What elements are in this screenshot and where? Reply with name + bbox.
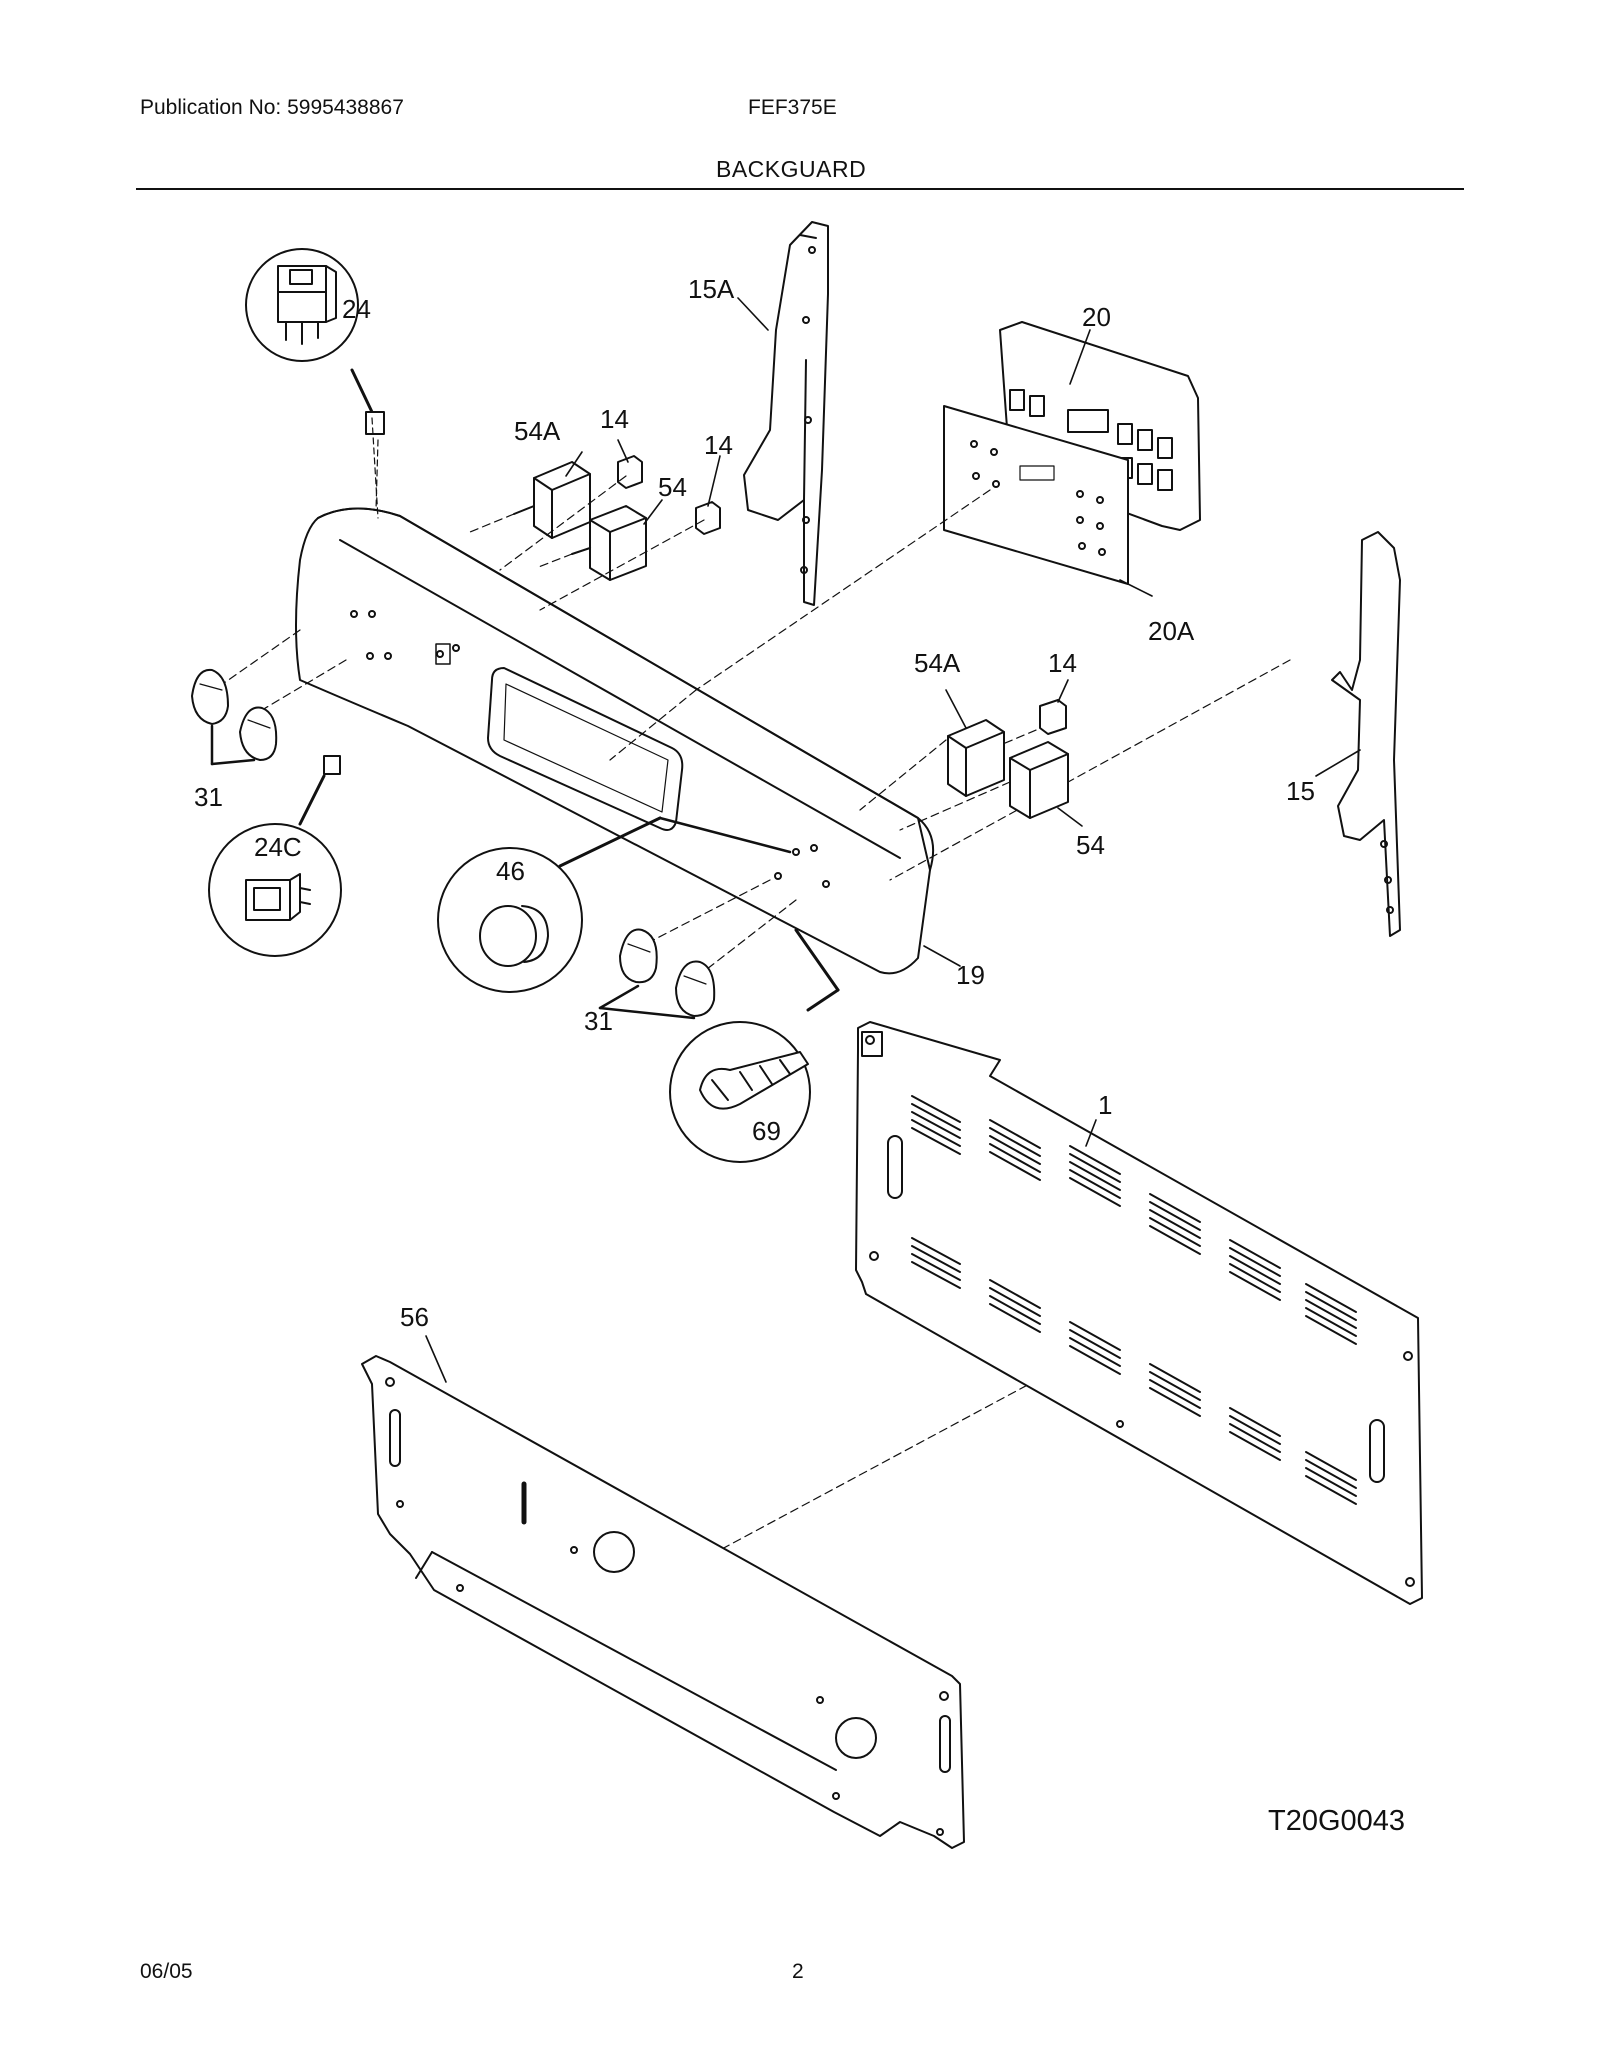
- control-panel-19: [295, 507, 934, 975]
- switch-14-a: [617, 455, 643, 489]
- bracket-15: [1331, 531, 1401, 937]
- part-label-14-a: 14: [600, 404, 629, 434]
- bracket-15a: [743, 221, 829, 606]
- publication-number: Publication No: 5995438867: [140, 96, 404, 119]
- rear-panel-1: [855, 1021, 1423, 1605]
- part-label-24c: 24C: [254, 832, 302, 862]
- part-label-54-left: 54: [658, 472, 687, 502]
- part-label-46: 46: [496, 856, 525, 886]
- part-label-54a-left: 54A: [514, 416, 561, 446]
- thermostat-54a-left: [513, 461, 591, 539]
- switch-24-detail-bubble: [245, 248, 359, 362]
- switch-24c-small: [323, 755, 341, 775]
- part-label-20a: 20A: [1148, 616, 1195, 646]
- screw-69-detail-bubble: [669, 1021, 811, 1163]
- model-number: FEF375E: [748, 96, 837, 119]
- switch-24c-detail-bubble: [208, 823, 342, 957]
- page-number: 2: [792, 1960, 804, 1983]
- part-label-24: 24: [342, 294, 371, 324]
- part-label-31-bottom: 31: [584, 1006, 613, 1036]
- part-label-19: 19: [956, 960, 985, 990]
- indicator-46-detail-bubble: [437, 847, 583, 993]
- part-label-69: 69: [752, 1116, 781, 1146]
- part-label-56: 56: [400, 1302, 429, 1332]
- part-label-15: 15: [1286, 776, 1315, 806]
- header-rule: [136, 188, 1464, 190]
- part-label-14-b: 14: [704, 430, 733, 460]
- part-label-1: 1: [1098, 1090, 1112, 1120]
- label-leaders: [425, 297, 1361, 1383]
- footer-date: 06/05: [140, 1960, 193, 1983]
- infinite-switch-54-right: [1009, 741, 1069, 819]
- part-label-20: 20: [1082, 302, 1111, 332]
- knob-31-left-lower: [239, 706, 278, 761]
- thermostat-54a-right: [947, 719, 1005, 797]
- part-label-15a: 15A: [688, 274, 735, 304]
- part-label-54-right: 54: [1076, 830, 1105, 860]
- knob-31-bottom-right: [675, 960, 716, 1017]
- switch-14-b: [695, 501, 721, 535]
- part-label-14-right: 14: [1048, 648, 1077, 678]
- switch-14-right: [1039, 699, 1067, 735]
- knob-31-bottom-left: [619, 928, 658, 984]
- drawing-id: T20G0043: [1268, 1805, 1406, 1837]
- knob-31-left-upper: [191, 668, 229, 725]
- rear-panel-vents: [911, 1095, 1357, 1505]
- section-title: BACKGUARD: [716, 156, 867, 182]
- part-label-31-left: 31: [194, 782, 223, 812]
- switch-24-small: [365, 411, 385, 435]
- lower-panel-56: [361, 1355, 965, 1849]
- part-label-54a-right: 54A: [914, 648, 961, 678]
